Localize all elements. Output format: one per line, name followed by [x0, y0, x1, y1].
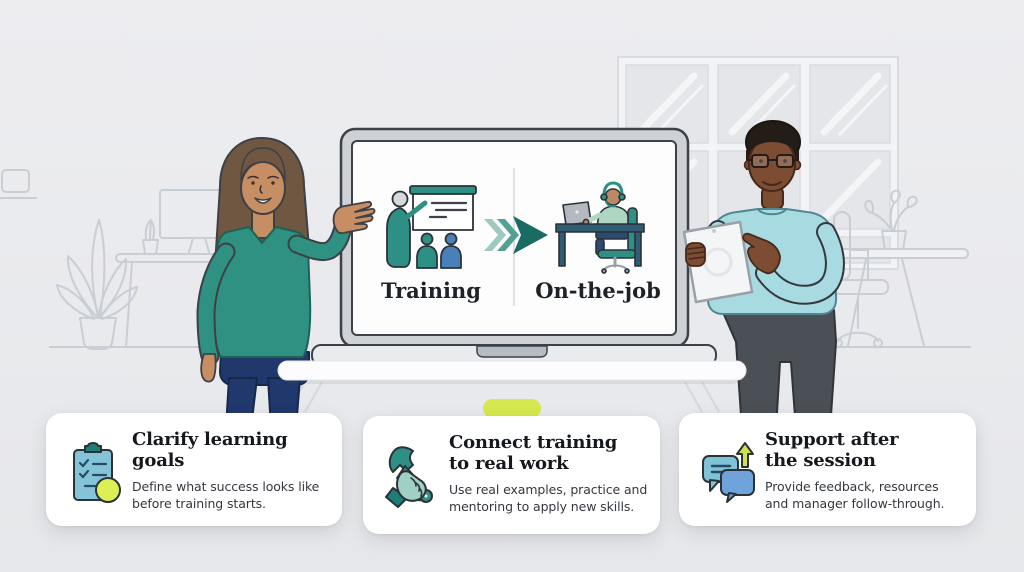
accent-pill — [483, 399, 541, 418]
printer-outline-icon — [1, 169, 30, 193]
person-at-desk-headset-icon — [555, 181, 645, 274]
clipboard-checklist-icon — [68, 439, 126, 509]
woman-sweater — [212, 226, 312, 358]
wrench-in-hand-icon — [385, 442, 443, 512]
man-smile — [762, 181, 782, 186]
card-body: Provide feedback, resources and manager … — [765, 478, 945, 511]
woman-gesturing-hand — [332, 200, 376, 235]
card-clarify-learning-goals: Clarify learning goals Define what succe… — [46, 413, 342, 526]
background-right-outlines — [831, 189, 971, 348]
card-connect-training-to-real-work: Connect training to real work Use real e… — [363, 416, 660, 534]
card-title: Support after the session — [765, 429, 899, 471]
card-body: Use real examples, practice and mentorin… — [449, 481, 648, 514]
man-pants — [721, 309, 837, 431]
on-the-job-label: On-the-job — [535, 278, 661, 303]
card-body: Define what success looks like before tr… — [132, 478, 320, 511]
woman-smile — [254, 197, 272, 204]
laptop-base-notch — [476, 345, 548, 358]
card-support-after-session: Support after the session Provide feedba… — [679, 413, 976, 526]
presenter-with-audience-icon — [386, 185, 477, 269]
shelf-bar — [277, 360, 747, 381]
card-title: Clarify learning goals — [132, 429, 288, 471]
training-label: Training — [381, 278, 481, 303]
card-title: Connect training to real work — [449, 432, 618, 474]
man-with-tablet — [682, 120, 845, 431]
man-pointing-hand — [742, 232, 781, 275]
screen-content: Training On-the-job — [381, 168, 661, 306]
plant-outline-icon — [56, 219, 138, 350]
chat-bubbles-up-arrow-icon — [701, 439, 759, 509]
man-gripping-hand — [685, 242, 706, 267]
glasses-icon — [747, 154, 798, 168]
tablet — [682, 220, 754, 304]
triple-chevron-arrow-icon — [484, 216, 548, 254]
